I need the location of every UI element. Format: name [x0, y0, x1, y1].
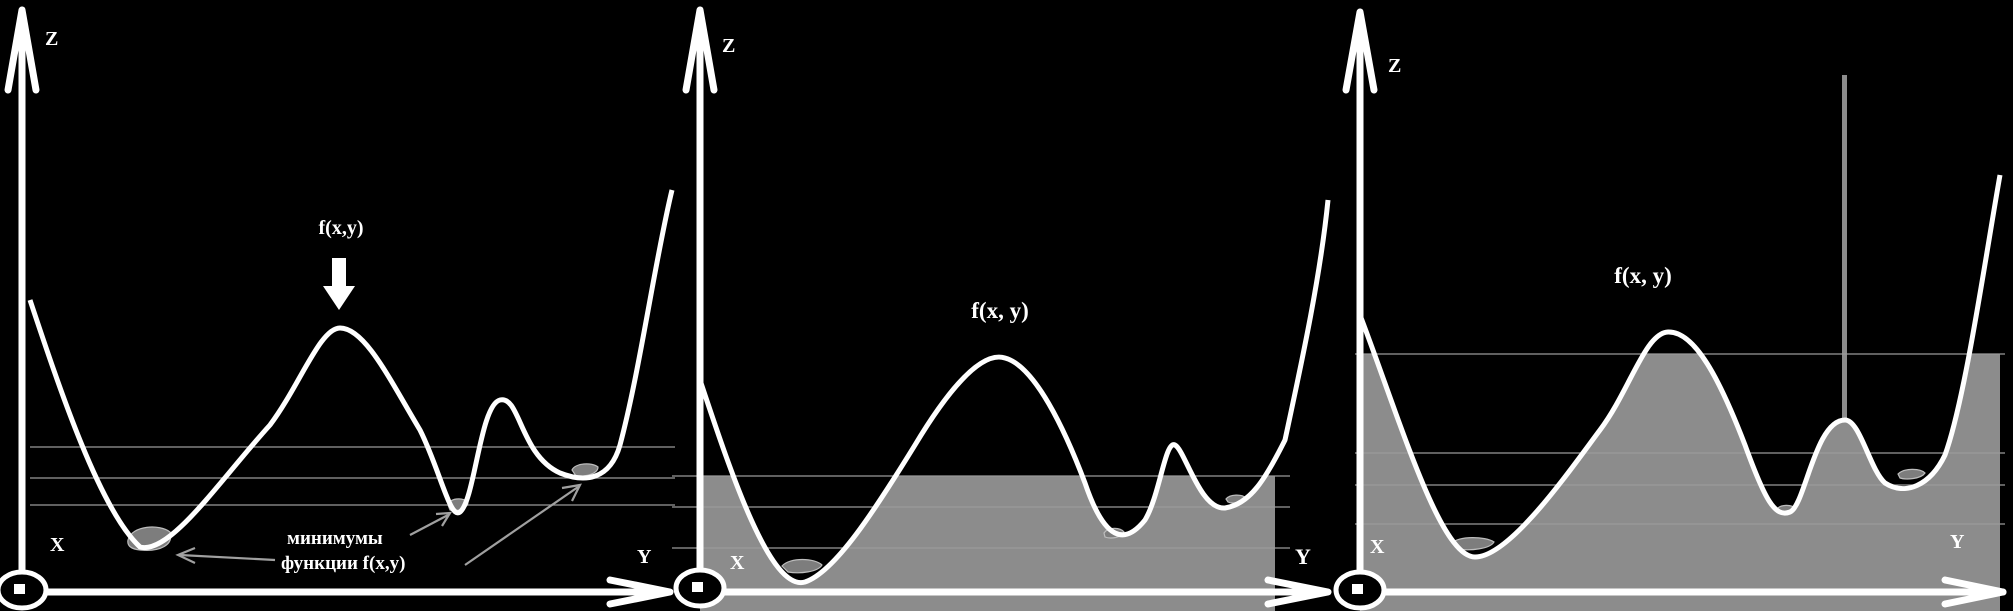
z-axis-arrowhead: [682, 6, 718, 94]
function-label: f(x, y): [1614, 263, 1671, 288]
z-axis-label: Z: [722, 35, 735, 57]
x-axis-label: X: [730, 552, 745, 574]
minimum-marker: [1897, 468, 1926, 480]
minimum-marker: [781, 558, 823, 574]
minimum-marker: [1451, 537, 1495, 551]
function-curve: [1357, 174, 2003, 560]
function-curve: [27, 189, 675, 550]
minima-label-line2: функции f(x,y): [281, 553, 405, 574]
water-fill: [1360, 354, 2000, 611]
water-stream: [1842, 75, 1847, 420]
y-axis-label: Y: [1950, 531, 1965, 553]
y-axis-arrowhead: [606, 576, 674, 608]
origin-marker: [673, 567, 727, 609]
origin-marker: [1333, 569, 1387, 611]
minima-annotation-arrows: [175, 483, 582, 566]
origin-marker: [0, 569, 49, 611]
panel-3: Z X Y f(x, y): [1333, 8, 2007, 611]
z-axis-arrowhead: [4, 6, 40, 94]
z-axis-label: Z: [45, 28, 58, 50]
y-axis-label: Y: [637, 546, 652, 568]
x-axis-label: X: [50, 534, 65, 556]
panel-2: Z X Y f(x, y): [672, 6, 1332, 611]
x-axis-label: X: [1370, 536, 1385, 558]
panel-1: Z X Y f(x,y) минимумы функции f(x,y): [0, 6, 675, 611]
minima-label-line1: минимумы: [287, 528, 383, 549]
peak-pointer-arrow: [323, 258, 355, 310]
z-axis-label: Z: [1388, 55, 1401, 77]
y-axis-arrowhead: [1264, 576, 1332, 608]
function-curve: [697, 199, 1331, 585]
function-label: f(x, y): [971, 298, 1028, 323]
y-axis-arrowhead: [1941, 576, 2007, 608]
function-label: f(x,y): [319, 217, 364, 239]
y-axis-label: Y: [1295, 544, 1311, 569]
z-axis-arrowhead: [1342, 8, 1378, 94]
